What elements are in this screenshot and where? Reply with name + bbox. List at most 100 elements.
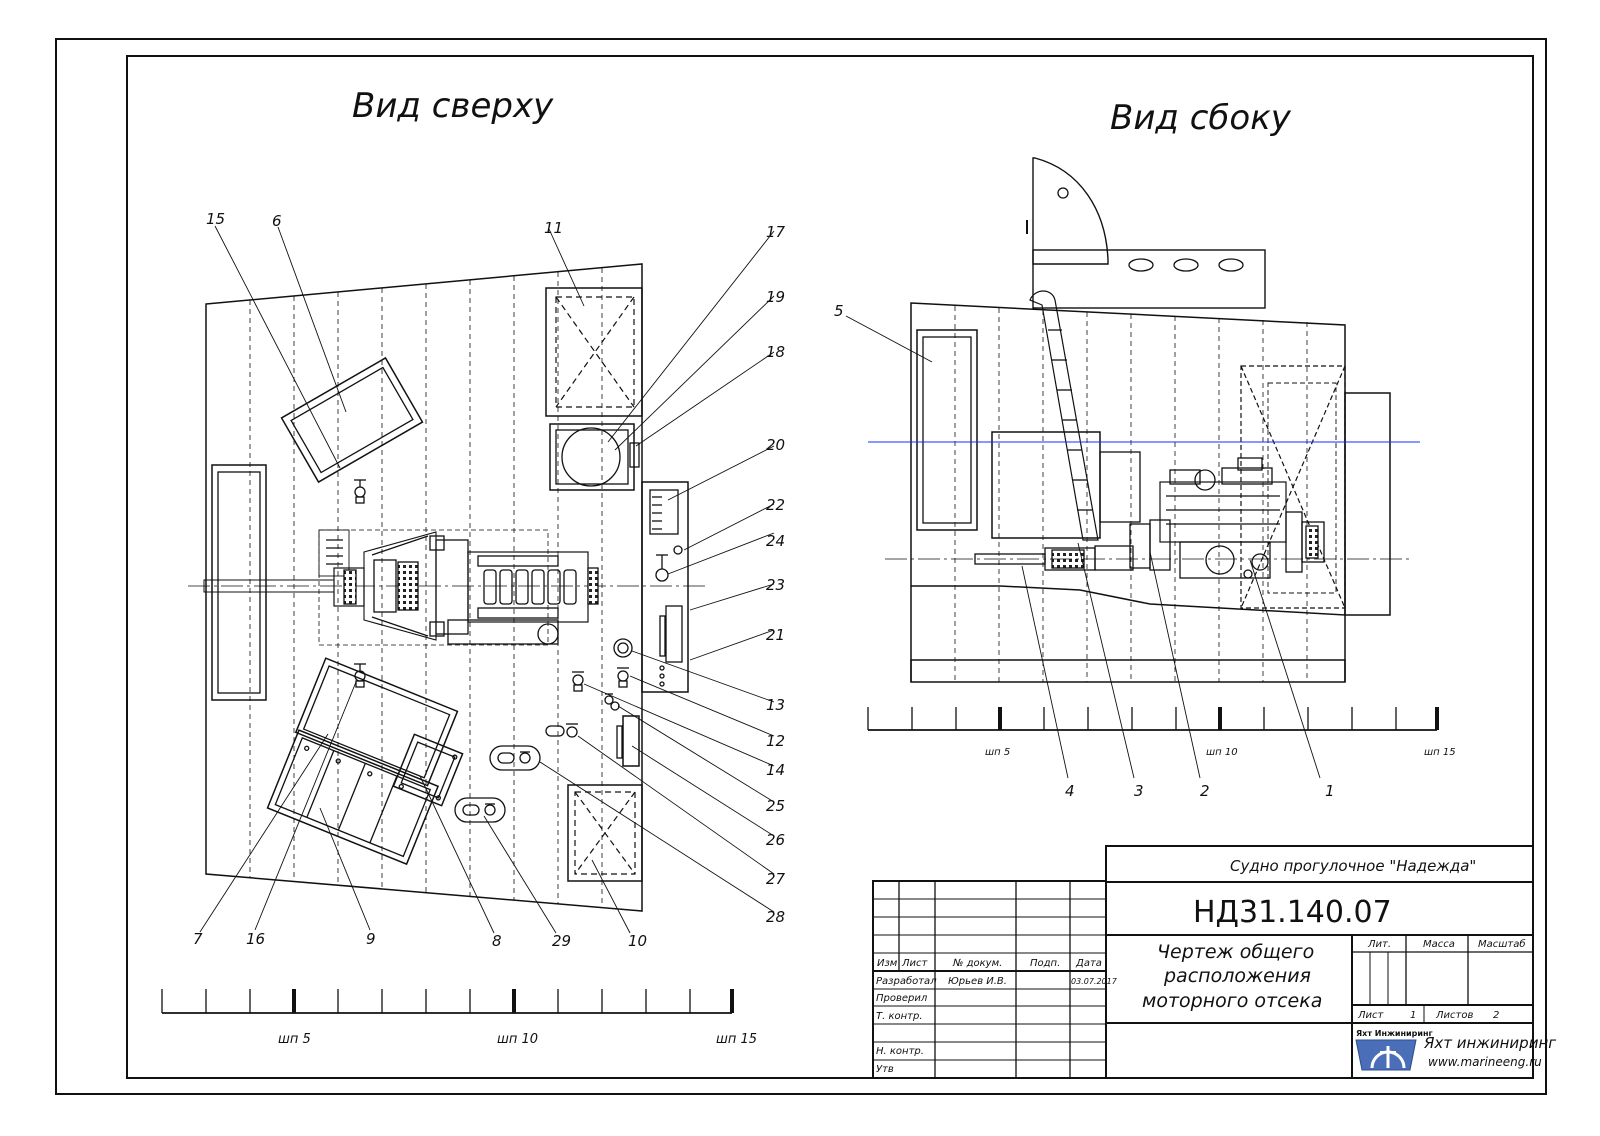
callout-1: 1 (1325, 782, 1335, 800)
side-wheelhouse (1032, 157, 1109, 265)
engine-space-dashed (318, 529, 549, 646)
side-scale-label-5: шп 5 (985, 747, 1010, 758)
row-checked: Проверил (876, 993, 928, 1004)
top-engine (203, 529, 599, 646)
callout-3: 3 (1134, 782, 1144, 800)
item-15-valve (354, 479, 366, 504)
callout-2: 2 (1200, 782, 1210, 800)
callout-9: 9 (366, 930, 376, 948)
callout-22: 22 (766, 496, 785, 514)
item-28-fitting (489, 745, 541, 771)
item-7-box (294, 657, 459, 787)
lit-label: Лит. (1367, 939, 1391, 950)
top-frames (249, 268, 603, 907)
top-view (188, 225, 775, 934)
side-view-title: Вид сбоку (1110, 98, 1292, 138)
outer-frame (55, 38, 1547, 1095)
top-scale-label-10: шп 10 (497, 1032, 538, 1047)
scale-label: Масштаб (1478, 938, 1526, 950)
sheets-label: Листов (1435, 1010, 1473, 1021)
callout-6: 6 (272, 212, 282, 230)
item-29-fitting (454, 797, 506, 823)
row-approved: Утв (876, 1064, 894, 1075)
item-6-box (280, 356, 424, 484)
side-frames (954, 306, 1308, 682)
callout-29: 29 (552, 932, 571, 950)
col-sign: Подп. (1030, 958, 1060, 969)
callout-20: 20 (766, 436, 785, 454)
top-callout-numbers: 15 6 11 17 19 18 20 22 24 23 21 13 12 14… (193, 210, 786, 950)
callout-23: 23 (766, 576, 785, 594)
callout-27: 27 (766, 870, 786, 888)
drawing-code: НД31.140.07 (1193, 895, 1392, 930)
drawing-name-line3: моторного отсека (1142, 990, 1322, 1012)
top-view-title: Вид сверху (352, 86, 554, 126)
callout-19: 19 (766, 288, 785, 306)
item-8-box (392, 733, 464, 807)
item-9-battery-box (266, 729, 440, 866)
callout-26: 26 (766, 831, 785, 849)
developer-name: Юрьев И.В. (948, 976, 1007, 987)
item-24-valve (655, 554, 669, 582)
row-ncontrol: Н. контр. (876, 1046, 924, 1057)
callout-8: 8 (492, 932, 502, 950)
top-scale-label-5: шп 5 (278, 1032, 311, 1047)
item-13-pump (613, 638, 633, 658)
side-hull-outline (910, 302, 1346, 616)
callout-11: 11 (544, 219, 563, 237)
side-tank-block (991, 431, 1101, 539)
side-engine (1129, 457, 1325, 579)
item-22-valve (673, 545, 683, 555)
top-long-tank (211, 464, 267, 701)
callout-16: 16 (246, 930, 265, 948)
callout-10: 10 (628, 932, 647, 950)
top-scale-label-15: шп 15 (716, 1032, 757, 1047)
callout-5: 5 (834, 302, 844, 320)
callout-14: 14 (766, 761, 785, 779)
col-date: Дата (1075, 958, 1102, 969)
callout-25: 25 (766, 797, 785, 815)
col-docnum: № докум. (952, 958, 1002, 969)
top-scale-bar (161, 989, 734, 1014)
callout-18: 18 (766, 343, 785, 361)
sheet-value: 1 (1410, 1010, 1416, 1021)
mass-label: Масса (1423, 939, 1455, 950)
row-developed: Разработал (876, 975, 937, 987)
logo-text: Яхт Инжиниринг (1356, 1029, 1433, 1038)
item-17-tank (549, 423, 640, 491)
side-callout-numbers: 5 4 3 2 1 (834, 302, 1335, 800)
drawing-name-line1: Чертеж общего (1157, 941, 1314, 963)
side-superstructure (1032, 249, 1266, 309)
sheets-value: 2 (1493, 1010, 1499, 1021)
side-view (845, 157, 1410, 779)
callout-15: 15 (206, 210, 225, 228)
company-name: Яхт инжиниринг (1423, 1034, 1556, 1052)
side-leader-lines (845, 315, 1321, 779)
callout-21: 21 (766, 626, 785, 644)
top-leader-lines (199, 225, 775, 934)
side-scale-label-15: шп 15 (1424, 747, 1456, 758)
callout-7: 7 (193, 930, 203, 948)
item-5-tank (916, 329, 978, 531)
item-14-pump (572, 671, 584, 692)
side-ladder (1029, 290, 1099, 541)
title-block (872, 845, 1534, 1079)
side-engine-space (1240, 365, 1346, 609)
top-hull-outline (205, 263, 643, 912)
side-shaft (974, 545, 1134, 571)
drawing-name-line2: расположения (1163, 965, 1311, 987)
col-list: Лист (901, 958, 929, 969)
project-name: Судно прогулочное "Надежда" (1230, 857, 1476, 875)
item-11-box (545, 287, 643, 417)
sheet-label: Лист (1357, 1010, 1385, 1021)
callout-13: 13 (766, 696, 785, 714)
developer-date: 03.07.2017 (1071, 977, 1118, 986)
item-20-panel (641, 481, 689, 693)
row-tcontrol: Т. контр. (876, 1011, 923, 1022)
side-scale-bar (867, 707, 1439, 731)
side-scale-label-10: шп 10 (1206, 747, 1238, 758)
callout-17: 17 (766, 223, 786, 241)
company-website: www.marineeng.ru (1428, 1055, 1542, 1069)
